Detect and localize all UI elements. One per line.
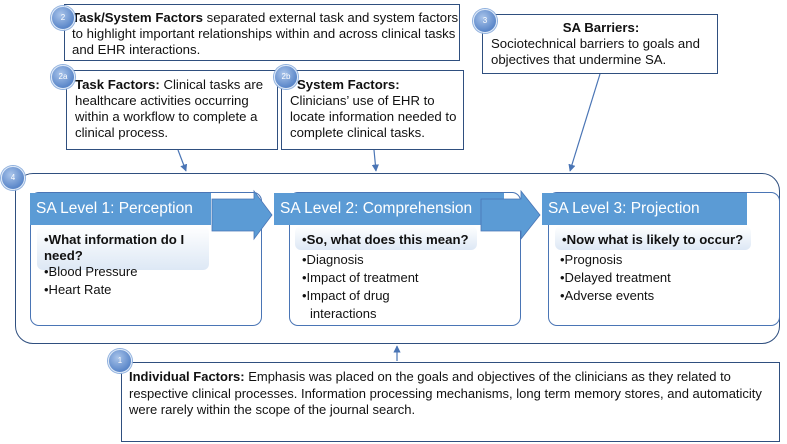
level1-to-level2-arrow [211,189,273,241]
task-factors-text: Clinical tasks are healthcare activities… [75,77,264,140]
sa-level-3-question: •Now what is likely to occur? [562,232,744,247]
sa-level-2-question-box: •So, what does this mean? [295,226,477,250]
list-item: •Diagnosis [302,252,364,267]
system-factors-text: Clinicians’ use of EHR to locate informa… [290,93,457,140]
system-factors-connector [371,149,379,172]
list-item: •Adverse events [560,288,655,303]
badge-2b: 2b [274,65,298,89]
sa-level-1-bullets: •Blood Pressure •Heart Rate [44,263,137,299]
sa-level-3-bullets: •Prognosis •Delayed treatment •Adverse e… [560,251,671,305]
individual-factors-text: Emphasis was placed on the goals and obj… [129,369,762,417]
list-item: •Blood Pressure [44,264,138,279]
system-factors-box: System Factors: Clinicians’ use of EHR t… [281,70,464,150]
system-factors-title: System Factors: [297,77,400,92]
sa-level-2-header: SA Level 2: Comprehension [274,193,504,225]
list-item: •Heart Rate [44,282,112,297]
list-item: •Prognosis [560,252,623,267]
individual-factors-box: Individual Factors: Emphasis was placed … [121,362,780,442]
level2-to-level3-arrow [480,189,541,241]
task-factors-connector [177,149,188,172]
task-factors-box: Task Factors: Clinical tasks are healthc… [66,70,278,150]
task-factors-title: Task Factors: [75,77,160,92]
list-item: interactions [310,306,377,321]
sa-level-3-header: SA Level 3: Projection [542,193,747,225]
list-item: •Delayed treatment [560,270,671,285]
sa-level-3-question-box: •Now what is likely to occur? [555,226,751,250]
badge-1: 1 [108,349,132,373]
sa-barriers-connector [568,73,601,172]
task-system-factors-text: separated external task and system facto… [72,10,459,57]
sa-level-1-question-box: •What information do I need? [37,226,209,270]
sa-barriers-text: Sociotechnical barriers to goals and obj… [491,36,700,67]
task-system-factors-title: Task/System Factors [72,10,203,25]
sa-level-1-header: SA Level 1: Perception [30,193,211,225]
badge-2a: 2a [51,65,75,89]
list-item: •Impact of treatment [302,270,419,285]
task-system-factors-box: Task/System Factors separated external t… [64,4,460,61]
individual-factors-title: Individual Factors: [129,369,245,384]
sa-level-2-question: •So, what does this mean? [302,232,469,247]
sa-barriers-box: SA Barriers: Sociotechnical barriers to … [482,14,718,74]
badge-2: 2 [51,6,75,30]
badge-3: 3 [473,9,497,33]
sa-barriers-title: SA Barriers: [562,20,640,35]
sa-level-1-question: •What information do I need? [44,232,185,263]
list-item: •Impact of drug [302,288,390,303]
sa-level-2-bullets: •Diagnosis •Impact of treatment •Impact … [302,251,419,323]
badge-4: 4 [1,166,25,190]
